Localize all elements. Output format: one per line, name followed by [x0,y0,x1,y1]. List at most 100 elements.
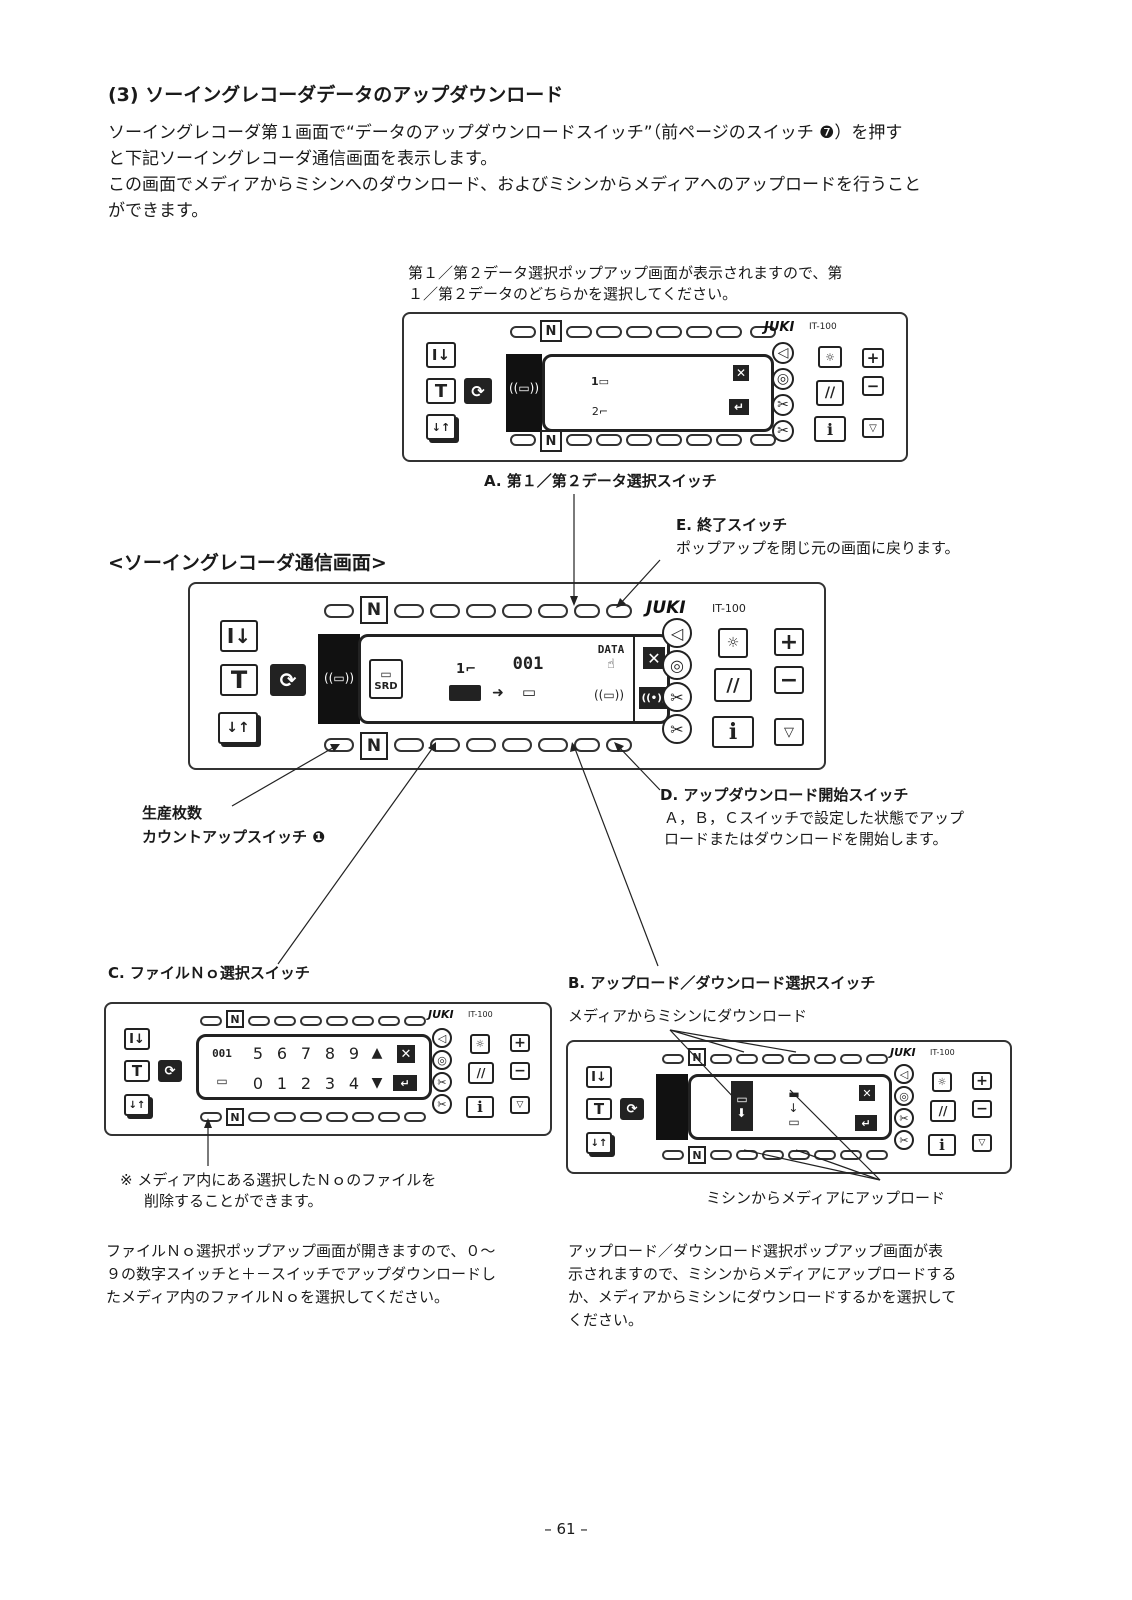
slash-button[interactable]: // [930,1100,956,1122]
pattern-icon[interactable]: ▽ [510,1096,530,1114]
t-button[interactable]: T [586,1098,612,1120]
panel-key[interactable] [326,1016,348,1026]
spiral-icon[interactable]: ◎ [662,650,692,680]
panel-key[interactable] [248,1112,270,1122]
digit-9[interactable]: 9 [348,1043,360,1063]
panel-key[interactable] [750,434,776,446]
panel-key[interactable] [300,1112,322,1122]
decrement-icon[interactable]: ▼ [371,1075,383,1091]
data1-icon[interactable]: 1▭ [590,374,610,388]
panel-key[interactable] [404,1016,426,1026]
slash-button[interactable]: // [468,1062,494,1084]
panel-key[interactable] [378,1016,400,1026]
panel-key[interactable] [466,604,496,618]
thread-trimmer-button[interactable]: I↓ [220,620,258,652]
panel-key[interactable] [762,1054,784,1064]
digit-3[interactable]: 3 [324,1073,336,1093]
panel-key[interactable] [596,434,622,446]
panel-key[interactable] [352,1016,374,1026]
eye-icon[interactable]: ◁ [432,1028,452,1048]
minus-button[interactable]: − [774,666,804,694]
increment-icon[interactable]: ▲ [371,1045,383,1061]
enter-icon[interactable]: ↵ [393,1075,417,1091]
info-button[interactable]: i [712,716,754,748]
digit-8[interactable]: 8 [324,1043,336,1063]
panel-key[interactable] [762,1150,784,1160]
transfer-start-icon[interactable]: ((•)) [639,687,669,709]
panel-key[interactable] [430,604,460,618]
data2-icon[interactable]: 2⌐ [591,404,609,418]
panel-key[interactable] [502,604,532,618]
t-button[interactable]: T [220,664,258,696]
plus-button[interactable]: + [862,348,884,368]
refresh-button[interactable]: ⟳ [464,378,492,404]
info-button[interactable]: i [466,1096,494,1118]
digit-7[interactable]: 7 [300,1043,312,1063]
digit-1[interactable]: 1 [276,1073,288,1093]
minus-button[interactable]: − [510,1062,530,1080]
info-button[interactable]: i [814,416,846,442]
panel-key[interactable] [626,434,652,446]
pattern-icon[interactable]: ▽ [862,418,884,438]
light-icon[interactable]: ☼ [718,628,748,658]
scissors-icon[interactable]: ✂ [432,1072,452,1092]
panel-key[interactable] [814,1150,836,1160]
plus-button[interactable]: + [510,1034,530,1052]
panel-key[interactable] [352,1112,374,1122]
panel-key[interactable] [510,434,536,446]
counter-button[interactable]: ↓↑ [586,1132,612,1154]
thread-trimmer-button[interactable]: I↓ [124,1028,150,1050]
minus-button[interactable]: − [862,376,884,396]
close-icon[interactable]: ✕ [643,647,665,669]
panel-key[interactable] [750,326,776,338]
thread-trimmer-button[interactable]: I↓ [426,342,456,368]
data-select-key[interactable] [574,604,600,618]
refresh-button[interactable]: ⟳ [620,1098,644,1120]
close-icon[interactable]: ✕ [859,1085,875,1101]
panel-key[interactable] [538,738,568,752]
panel-key[interactable] [394,738,424,752]
light-icon[interactable]: ☼ [818,346,842,368]
panel-key[interactable] [378,1112,400,1122]
panel-key[interactable] [274,1112,296,1122]
panel-key[interactable] [656,434,682,446]
panel-key[interactable] [566,434,592,446]
panel-key[interactable] [324,604,354,618]
panel-key[interactable] [300,1016,322,1026]
download-icon[interactable]: ▭⬇ [731,1081,753,1131]
data-no-icon[interactable]: 1⌐ [456,661,476,677]
panel-key[interactable] [866,1054,888,1064]
close-icon[interactable]: ✕ [733,365,749,381]
spiral-icon[interactable]: ◎ [772,368,794,390]
panel-key[interactable] [866,1150,888,1160]
panel-key[interactable] [538,604,568,618]
scissors-cut-icon[interactable]: ✂ [894,1130,914,1150]
enter-icon[interactable]: ↵ [855,1115,877,1131]
eye-icon[interactable]: ◁ [662,618,692,648]
enter-icon[interactable]: ↵ [729,399,749,415]
panel-key[interactable] [716,326,742,338]
plus-button[interactable]: + [774,628,804,656]
panel-key[interactable] [502,738,532,752]
panel-key[interactable] [626,326,652,338]
pattern-icon[interactable]: ▽ [774,718,804,746]
scissors-icon[interactable]: ✂ [894,1108,914,1128]
delete-icon[interactable]: ▭ [216,1074,228,1088]
panel-key[interactable] [710,1150,732,1160]
eye-icon[interactable]: ◁ [894,1064,914,1084]
refresh-button[interactable]: ⟳ [158,1060,182,1082]
refresh-button[interactable]: ⟳ [270,664,306,696]
panel-key[interactable] [394,604,424,618]
pattern-icon[interactable]: ▽ [972,1134,992,1152]
download-key[interactable] [788,1054,810,1064]
panel-key[interactable] [596,326,622,338]
panel-key[interactable] [274,1016,296,1026]
panel-key[interactable] [566,326,592,338]
upload-download-key[interactable] [574,738,600,752]
digit-6[interactable]: 6 [276,1043,288,1063]
panel-key[interactable] [716,434,742,446]
counter-button[interactable]: ↓↑ [426,414,456,440]
panel-key[interactable] [466,738,496,752]
panel-key[interactable] [662,1150,684,1160]
t-button[interactable]: T [426,378,456,404]
